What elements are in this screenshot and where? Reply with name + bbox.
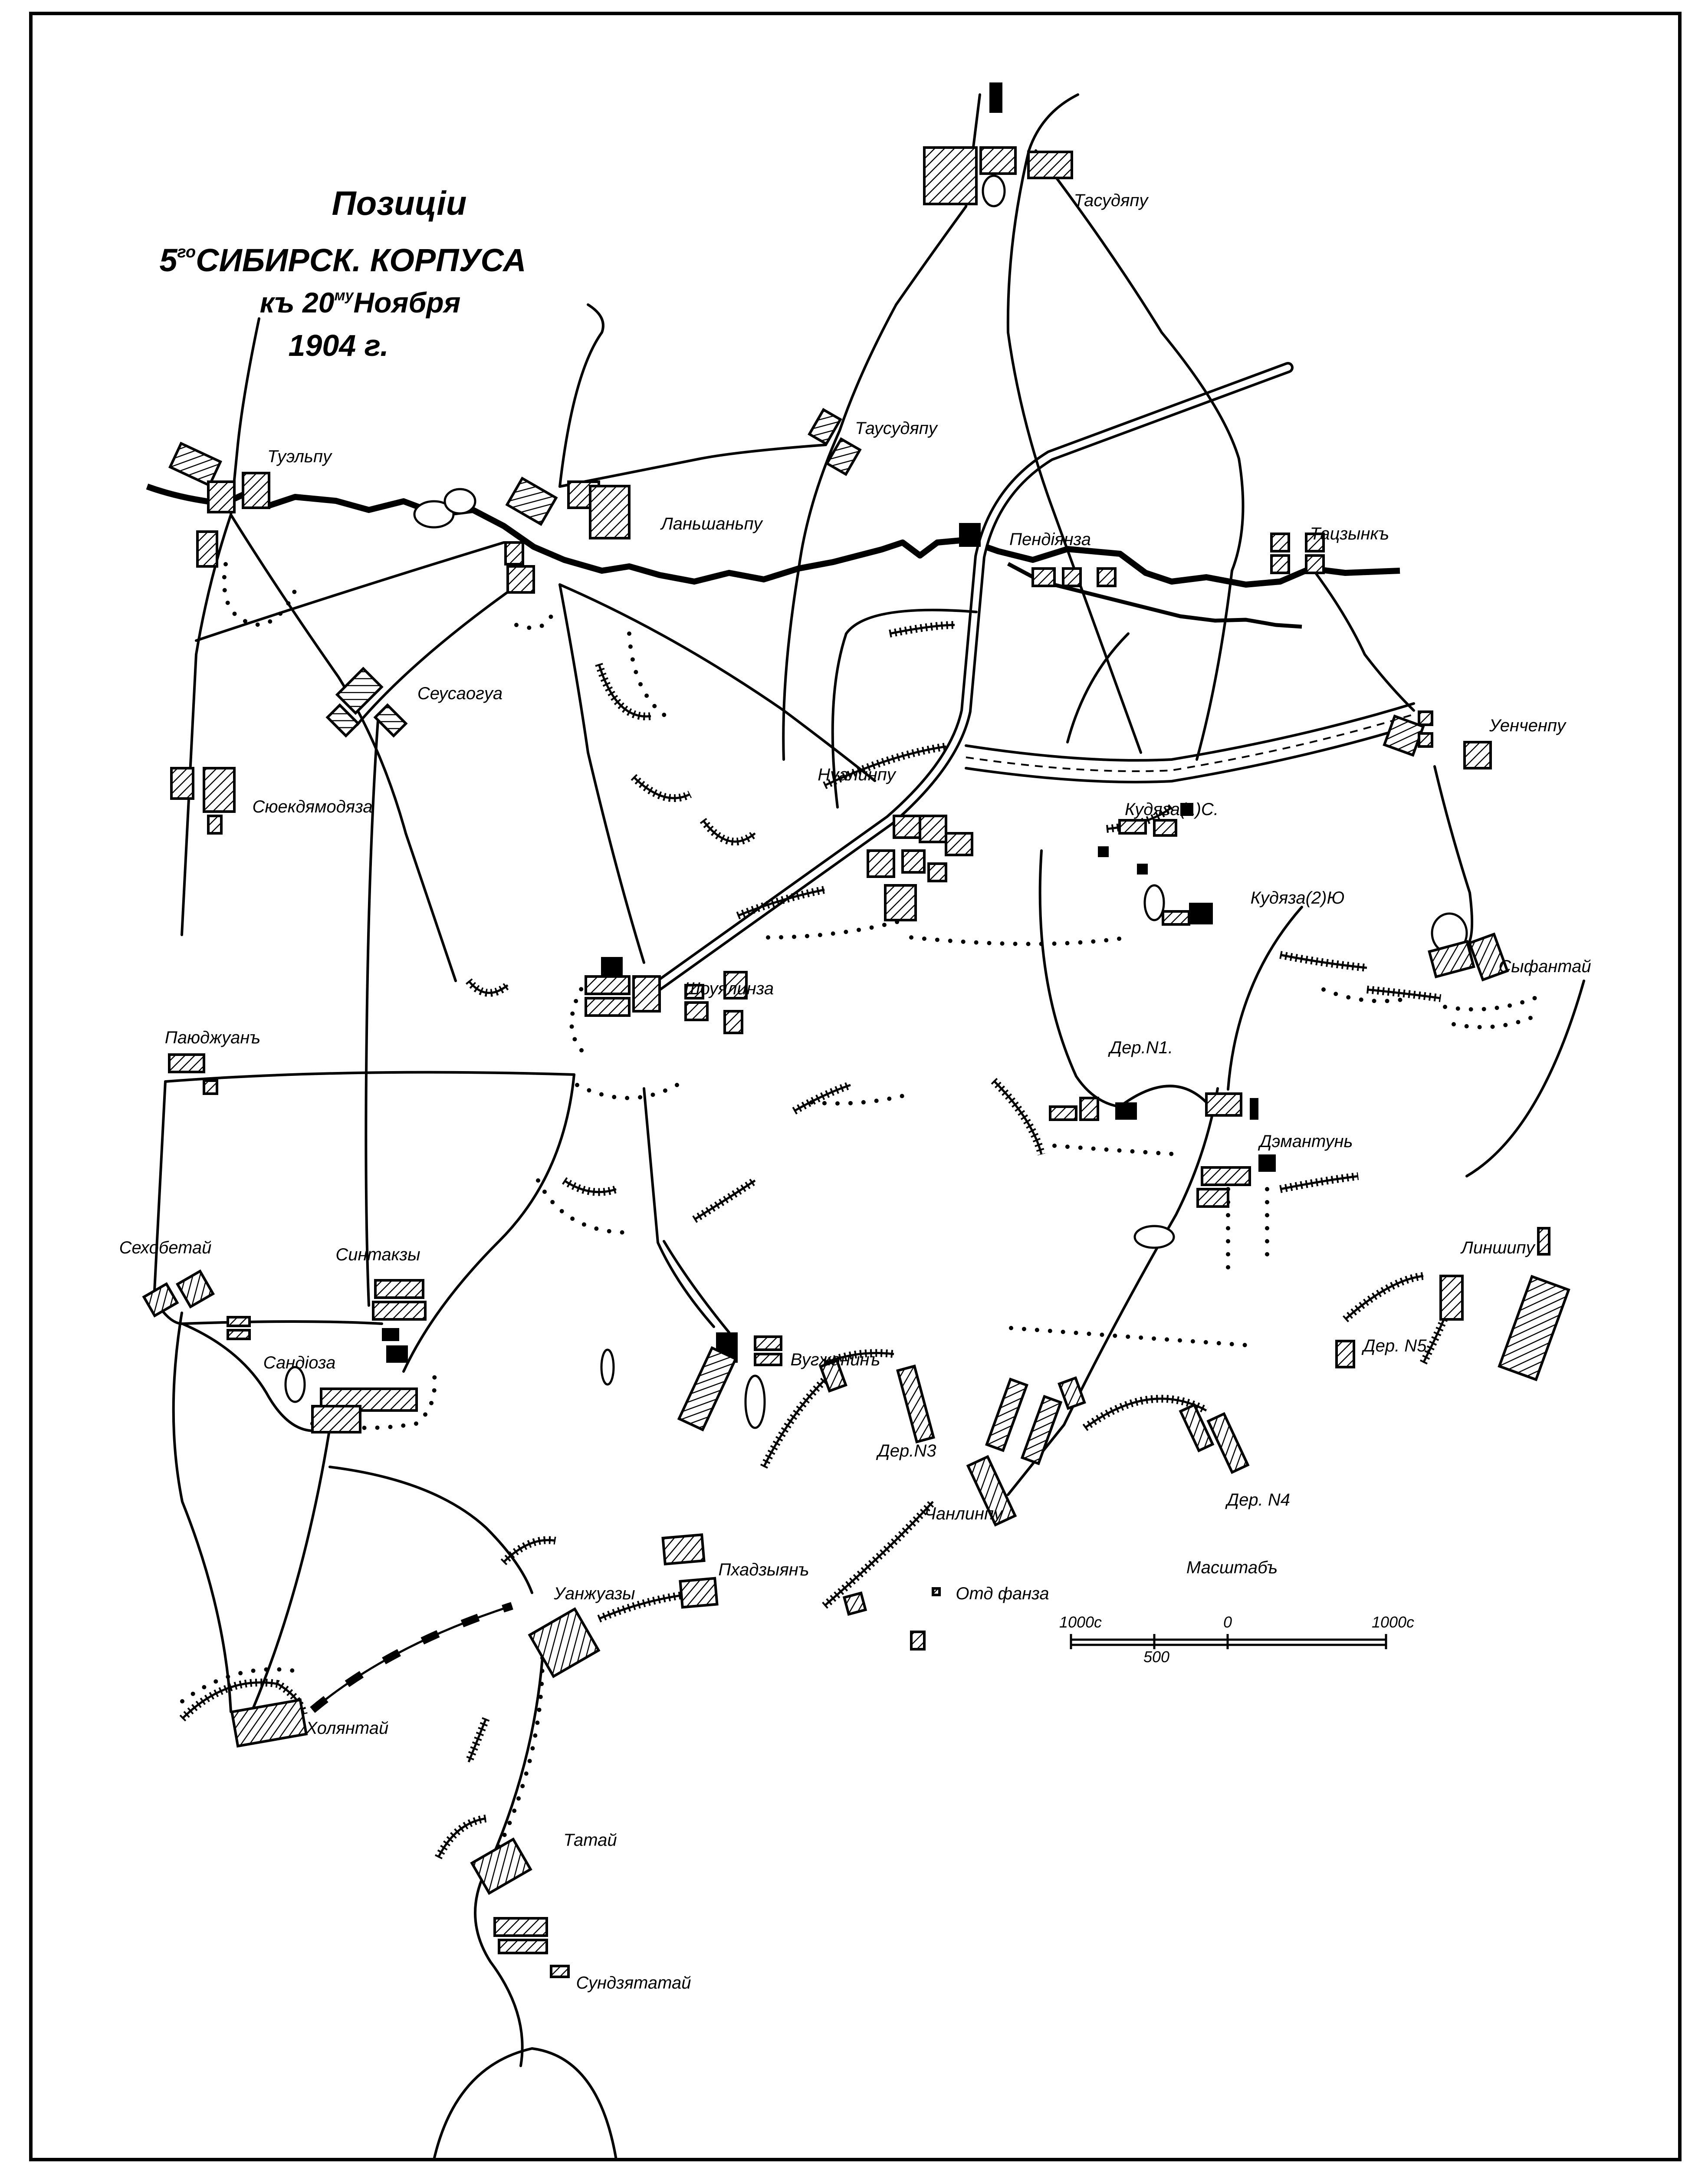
place-label: Шоуялинза <box>684 979 774 998</box>
place-label: Кудяза(1)С. <box>1125 800 1219 819</box>
place-label: Дер. N4 <box>1225 1490 1290 1509</box>
title-line-4: 1904 г. <box>288 329 388 362</box>
scale-label-right: 1000с <box>1372 1613 1414 1631</box>
rivers <box>146 483 1400 629</box>
place-label: Дер.N3 <box>876 1441 936 1460</box>
lakes <box>284 174 1468 1429</box>
river <box>146 483 1400 588</box>
title-line-1: Позиціи <box>332 184 467 222</box>
place-label: Линшипу <box>1460 1238 1536 1257</box>
title-line-2: 5гоСИБИРСК. КОРПУСА <box>159 242 526 278</box>
place-label: Отд фанза <box>956 1584 1049 1603</box>
place-label: Туэльпу <box>267 447 333 466</box>
map-title: Позиціи 5гоСИБИРСК. КОРПУСА къ 20муНоябр… <box>159 184 526 362</box>
place-label: Татай <box>563 1831 617 1850</box>
scale-label-left: 1000с <box>1059 1613 1102 1631</box>
title-line-3: къ 20муНоября <box>260 286 461 319</box>
roads <box>153 93 1585 2161</box>
place-label: Чанлинпу <box>924 1504 1004 1523</box>
place-label: Вугжанинъ <box>791 1350 880 1369</box>
scale-bar: Масштабъ 1000с 0 1000с 500 <box>1059 1558 1414 1666</box>
place-label: Сундзятатай <box>576 1973 691 1992</box>
scale-label-zero: 0 <box>1223 1613 1232 1631</box>
place-label: Пендіянза <box>1009 530 1091 549</box>
place-label: Сюекдямодяза <box>252 797 372 816</box>
place-label: Нуалинпу <box>818 765 897 784</box>
place-label: Сандіоза <box>263 1353 336 1372</box>
place-label: Тасудяпу <box>1074 191 1150 210</box>
place-label: Сехобетай <box>119 1238 212 1257</box>
scale-label-mid: 500 <box>1143 1648 1169 1666</box>
place-label: Ланьшаньпу <box>660 514 763 533</box>
river-branch <box>1007 562 1302 629</box>
place-label: Сыфантай <box>1498 957 1591 976</box>
place-label: Уанжуазы <box>553 1584 635 1603</box>
railway <box>645 362 1415 996</box>
map-border <box>29 12 1682 2161</box>
obstacle-dots <box>180 562 1547 1864</box>
place-label: Дер.N1. <box>1108 1038 1173 1057</box>
place-label: Кудяза(2)Ю <box>1251 888 1345 907</box>
place-label: Сеусаогуа <box>417 684 503 703</box>
villages <box>142 82 1570 1978</box>
place-label: Тацзынкъ <box>1310 524 1389 543</box>
place-label: Паюджуанъ <box>165 1028 261 1047</box>
place-label: Пхадзыянъ <box>718 1560 809 1579</box>
place-label: Дер. N5. <box>1361 1336 1431 1355</box>
place-label: Синтакзы <box>335 1245 420 1264</box>
scale-title: Масштабъ <box>1186 1558 1278 1577</box>
place-label: Уенченпу <box>1489 716 1567 735</box>
place-label: Холянтай <box>305 1719 388 1738</box>
place-labels: Тасудяпу Таусудяпу Туэльпу Ланьшаньпу Пе… <box>119 191 1591 1992</box>
place-label: Таусудяпу <box>855 419 939 438</box>
place-label: Дэмантунь <box>1258 1132 1353 1151</box>
